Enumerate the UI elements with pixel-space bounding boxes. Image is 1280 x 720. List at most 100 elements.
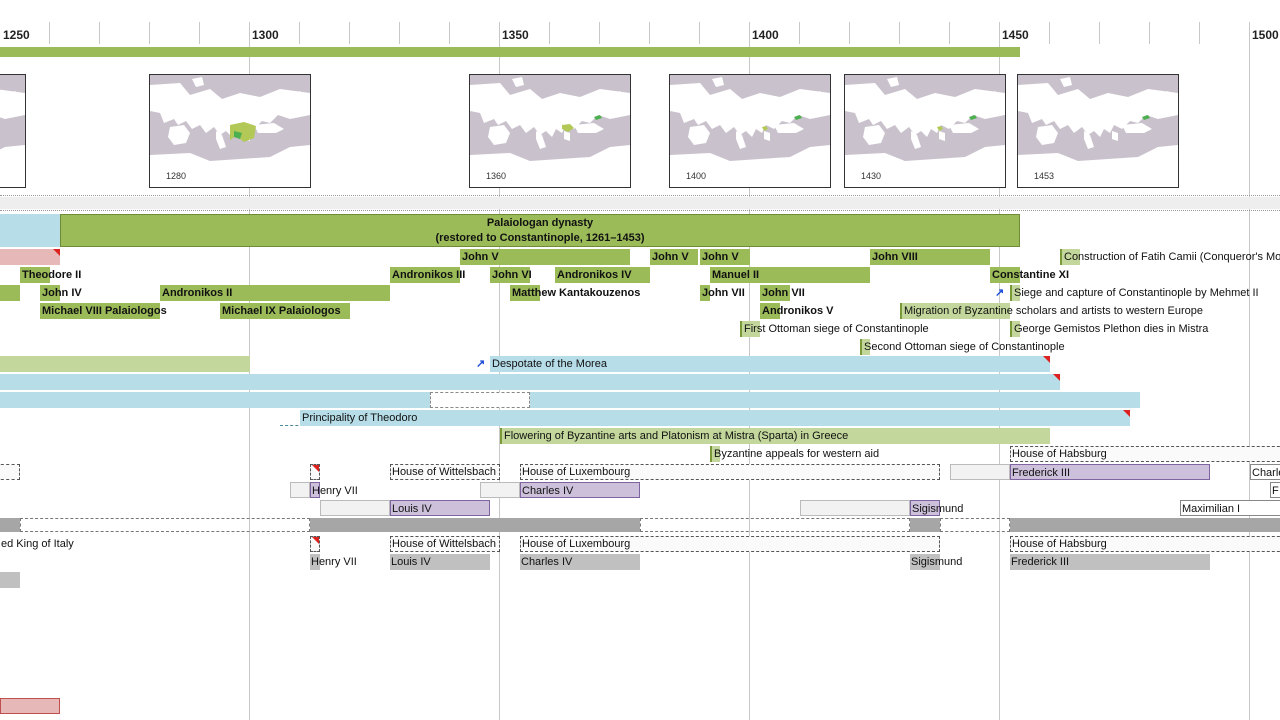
pre-henry-bar [290,482,310,498]
italy-gray-dashed [20,518,310,532]
event-first-siege[interactable]: First Ottoman siege of Constantinople [740,321,929,337]
map-thumbnail[interactable]: 1430 [844,74,1006,188]
event-western-aid[interactable]: Byzantine appeals for western aid [710,446,879,462]
palaiologan-dynasty-bar[interactable]: Palaiologan dynasty (restored to Constan… [60,214,1020,247]
link-arrow-icon[interactable]: ↗ [476,358,486,370]
ruler-andronikos-ii[interactable]: Andronikos II [160,285,390,301]
ruler-michael-ix[interactable]: Michael IX Palaiologos [220,303,350,319]
gray-bar[interactable] [0,572,20,588]
map-thumbnail[interactable]: 1453 [1017,74,1179,188]
gridline-minor [599,22,600,44]
house-bar[interactable] [0,464,20,480]
ruler-louis-iv[interactable]: Louis IV [390,554,490,570]
house-bar[interactable] [310,464,320,480]
gridline-minor [799,22,800,44]
italy-gray-bar[interactable] [0,518,20,532]
gridline-minor [649,22,650,44]
interregnum-bar[interactable] [950,464,1010,480]
gridline-minor [549,22,550,44]
event-mistra-flowering[interactable]: Flowering of Byzantine arts and Platonis… [500,428,1050,444]
gridline-minor [99,22,100,44]
event-plethon-dies[interactable]: George Gemistos Plethon dies in Mistra [1010,321,1208,337]
house-luxembourg[interactable]: House of Luxembourg [520,536,940,552]
tick-1500: 1500 [1252,28,1279,42]
map-year: 1360 [486,171,507,181]
ruler-john-iv[interactable]: John IV [40,285,82,301]
house-wittelsbach[interactable]: House of Wittelsbach [390,464,500,480]
ruler-john-viii[interactable]: John VIII [870,249,990,265]
ruler-louis-iv[interactable]: Louis IV [390,500,490,516]
state-bar[interactable] [0,392,430,408]
gridline-minor [1149,22,1150,44]
ruler-constantine-xi[interactable]: Constantine XI [990,267,1070,283]
ruler-sigismund[interactable]: Sigismund [910,554,963,570]
gridline-minor [849,22,850,44]
state-bar[interactable] [530,392,1140,408]
gridline-minor [699,22,700,44]
map-thumbnail[interactable]: 1400 [669,74,831,188]
italy-gray-bar[interactable] [310,518,640,532]
map-year: 1430 [861,171,882,181]
ruler-john-vi[interactable]: John VI [490,267,532,283]
state-bar[interactable] [0,374,1060,390]
ruler-henry-vii[interactable]: Henry VII [310,482,358,498]
map-thumbnail[interactable]: 1280 [149,74,311,188]
ruler-john-vii[interactable]: John VII [700,285,745,301]
event-migration-scholars[interactable]: Migration of Byzantine scholars and arti… [900,303,1203,319]
map-year: 1280 [166,171,187,181]
italy-gray-dashed [940,518,1010,532]
tick-1300: 1300 [252,28,279,42]
ruler-matthew-kantakouzenos[interactable]: Matthew Kantakouzenos [510,285,641,301]
ruler-manuel-ii[interactable]: Manuel II [710,267,870,283]
link-arrow-icon[interactable]: ↗ [995,287,1005,299]
dynasty-title: Palaiologan dynasty [486,217,594,229]
ruler-andronikos-iii[interactable]: Andronikos III [390,267,466,283]
house-bar[interactable] [310,536,320,552]
italy-gray-bar[interactable] [1010,518,1280,532]
pink-bar[interactable] [0,249,60,265]
top-period-bar[interactable] [0,47,1020,57]
gridline-minor [449,22,450,44]
pink-bar[interactable] [0,698,60,714]
ruler-john-v[interactable]: John V [460,249,630,265]
ruler-john-v[interactable]: John V [650,249,698,265]
light-green-period-bar[interactable] [0,356,250,372]
ruler-bar[interactable] [0,285,20,301]
ruler-f[interactable]: F [1270,482,1280,498]
pre-charles-bar [480,482,520,498]
ruler-charles-iv[interactable]: Charles IV [520,554,640,570]
map-thumbnail[interactable]: 1360 [469,74,631,188]
house-habsburg[interactable]: House of Habsburg [1010,446,1280,462]
event-siege-capture[interactable]: Siege and capture of Constantinople by M… [1010,285,1259,301]
ruler-frederick-iii[interactable]: Frederick III [1010,464,1210,480]
tick-1450: 1450 [1002,28,1029,42]
italy-label: ed King of Italy [1,538,74,550]
map-thumbnail[interactable] [0,74,26,188]
theodoro-bar[interactable]: Principality of Theodoro [300,410,1130,426]
ruler-michael-viii[interactable]: Michael VIII Palaiologos [40,303,167,319]
ruler-maximilian-i[interactable]: Maximilian I [1180,500,1280,516]
italy-gray-bar[interactable] [910,518,940,532]
ruler-frederick-iii[interactable]: Frederick III [1010,554,1210,570]
house-wittelsbach[interactable]: House of Wittelsbach [390,536,500,552]
ruler-charles[interactable]: Charles [1250,464,1280,480]
ruler-theodore-ii[interactable]: Theodore II [20,267,82,283]
europe-map-icon [670,75,830,187]
ruler-john-v[interactable]: John V [700,249,750,265]
ruler-charles-iv[interactable]: Charles IV [520,482,640,498]
event-fatih-camii[interactable]: Construction of Fatih Camii (Conqueror's… [1060,249,1280,265]
house-habsburg[interactable]: House of Habsburg [1010,536,1280,552]
ruler-andronikos-iv[interactable]: Andronikos IV [555,267,650,283]
dynasty-subtitle: (restored to Constantinople, 1261–1453) [435,232,645,244]
house-luxembourg[interactable]: House of Luxembourg [520,464,940,480]
despotate-morea-bar[interactable]: Despotate of the Morea [490,356,1050,372]
state-gap [430,392,530,408]
ruler-john-vii[interactable]: John VII [760,285,805,301]
event-second-siege[interactable]: Second Ottoman siege of Constantinople [860,339,1065,355]
gridline-minor [899,22,900,44]
ruler-sigismund[interactable]: Sigismund [910,500,963,516]
ruler-andronikos-v[interactable]: Andronikos V [760,303,834,319]
ruler-henry-vii[interactable]: Henry VII [310,554,357,570]
previous-dynasty-bar[interactable] [0,214,60,247]
